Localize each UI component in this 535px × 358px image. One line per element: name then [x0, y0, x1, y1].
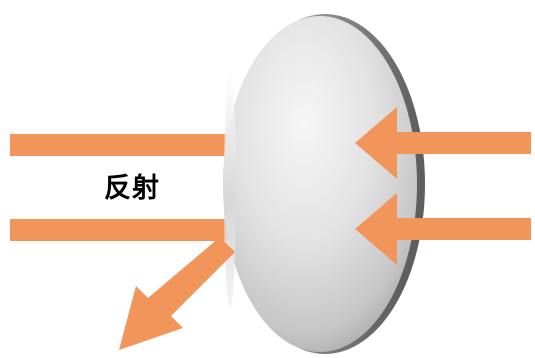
incoming-arrow-lower [355, 193, 531, 265]
reflected-arrow [119, 237, 235, 350]
lens-face [223, 16, 417, 352]
lens-left-edge-highlight [224, 72, 236, 308]
incident-ray-upper [10, 134, 232, 156]
reflection-label: 反射 [104, 173, 160, 204]
incident-ray-lower [10, 219, 232, 241]
incoming-arrow-upper [355, 107, 531, 179]
lens [223, 14, 425, 354]
